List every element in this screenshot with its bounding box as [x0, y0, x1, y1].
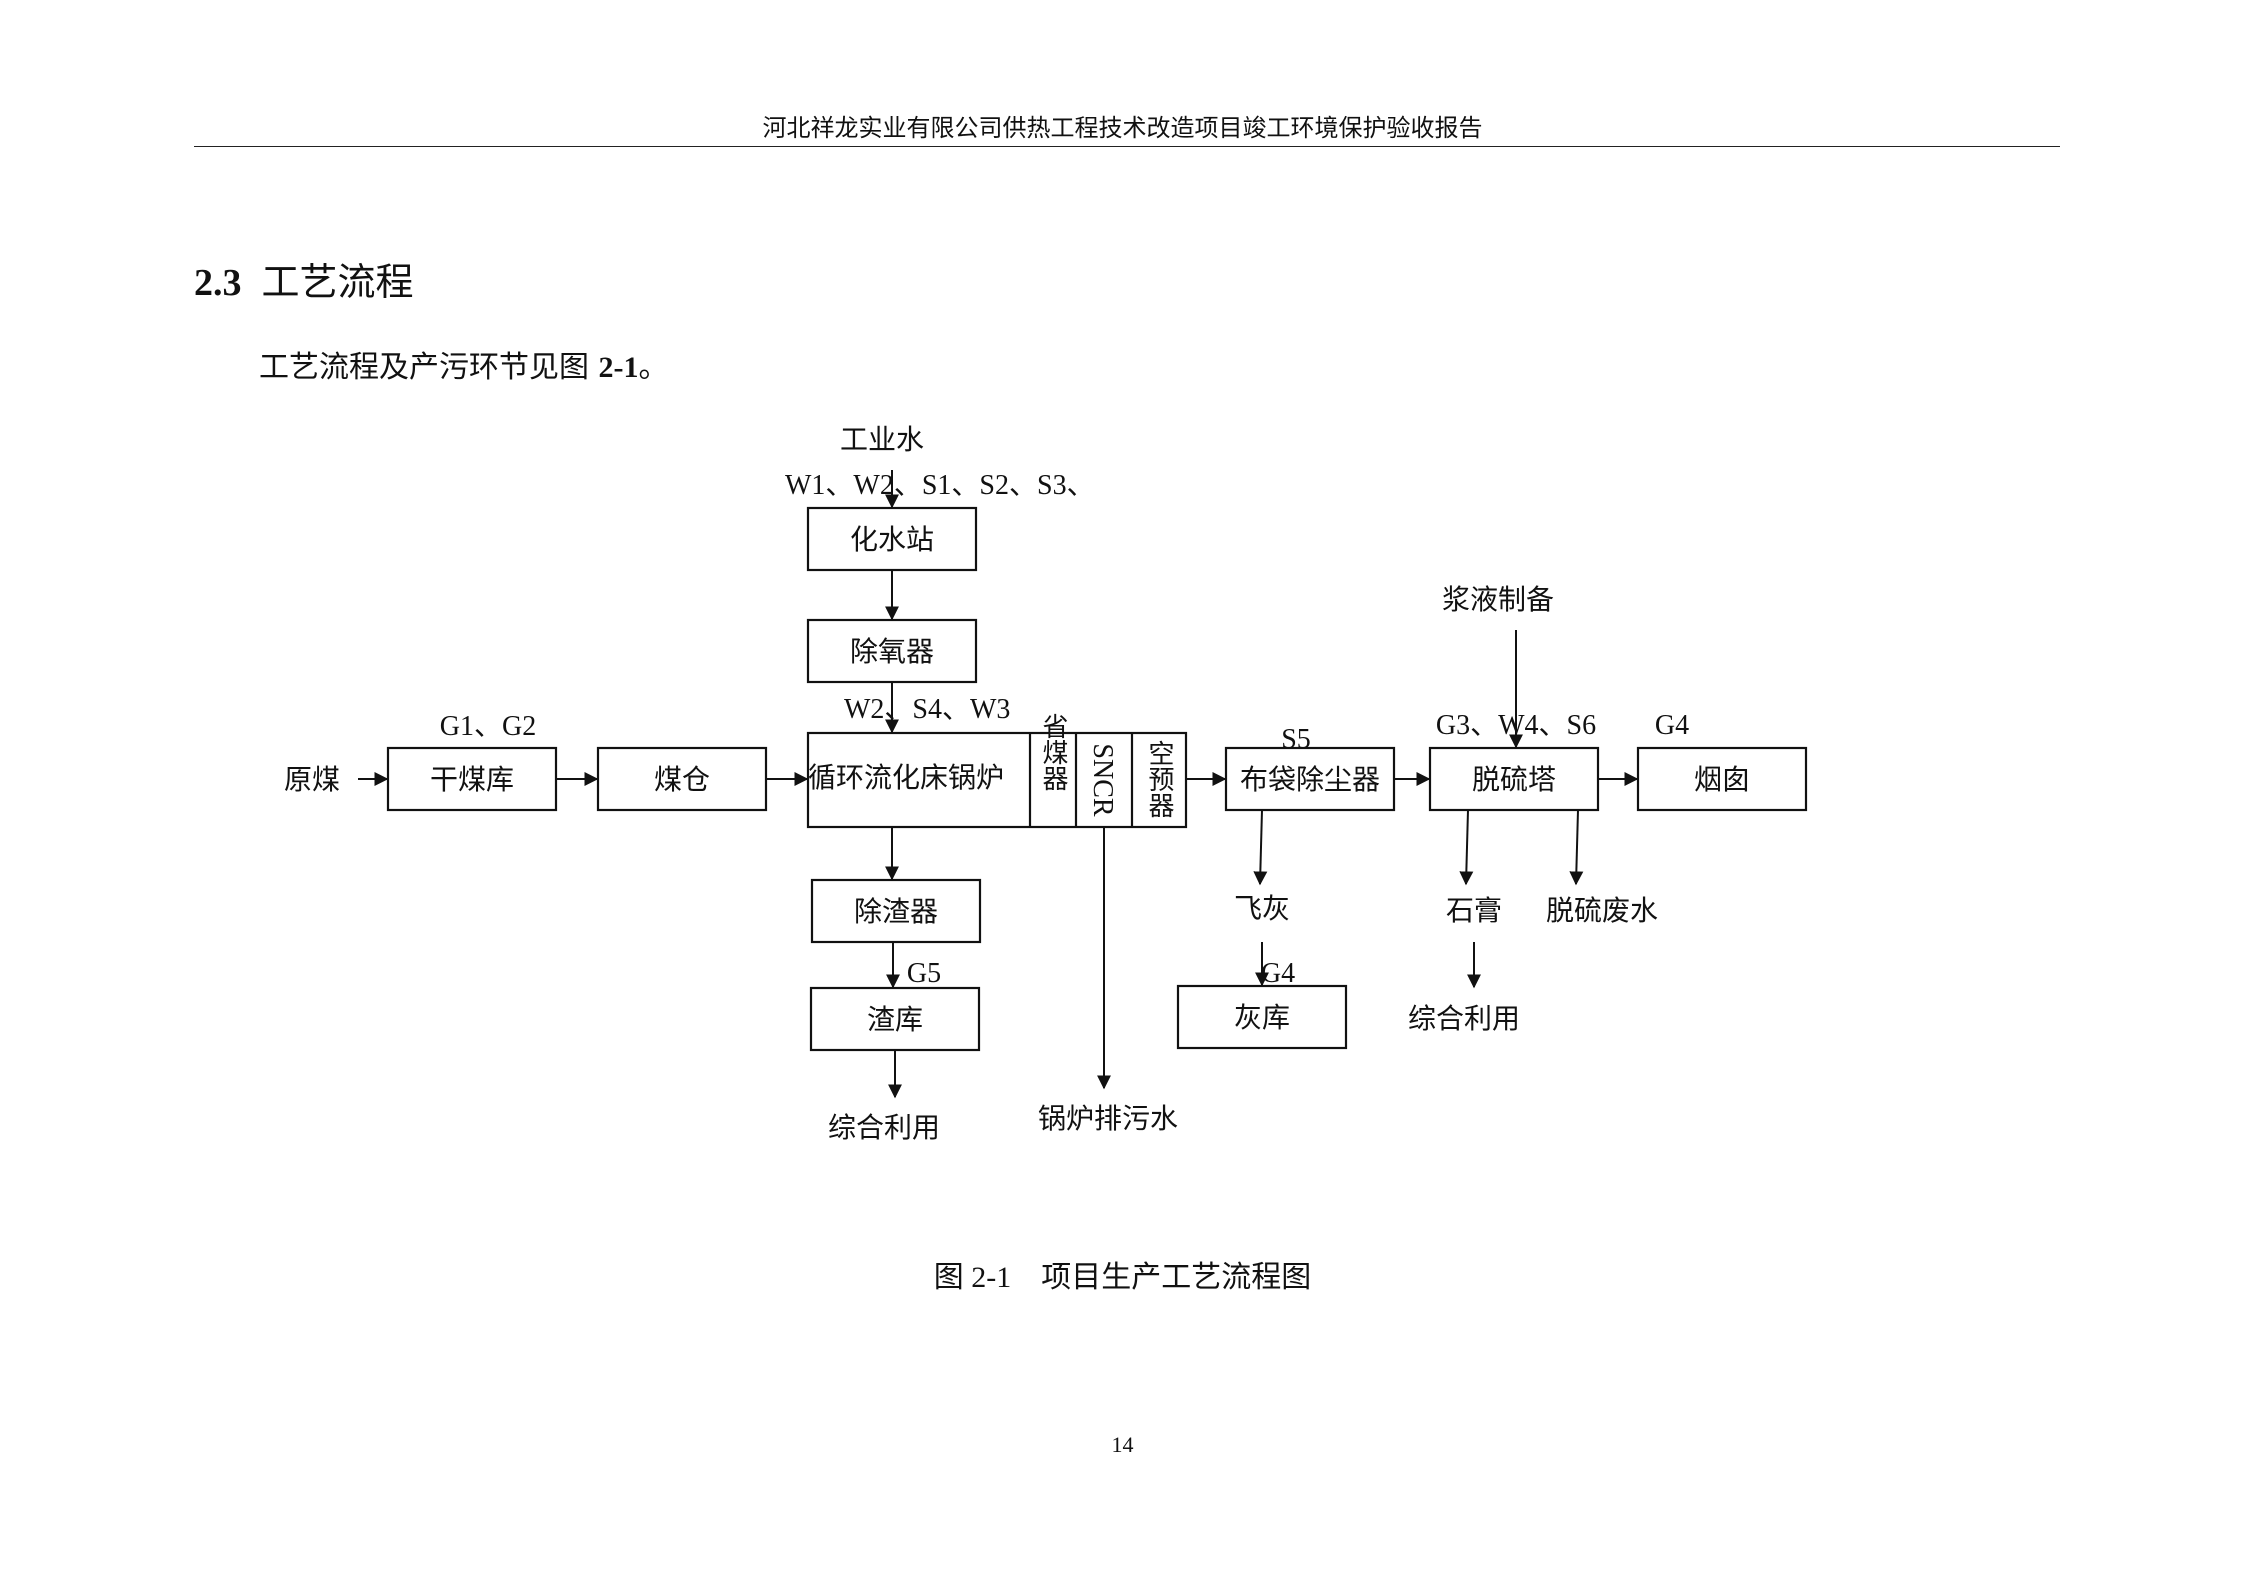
raw-coal-label: 原煤	[284, 763, 340, 796]
bag-filter-label: 布袋除尘器	[1240, 763, 1380, 796]
figure-reference: 2-1	[598, 351, 639, 384]
cfb-boiler-label: 循环流化床锅炉	[808, 761, 1004, 794]
coal-bunker-label: 煤仓	[654, 763, 710, 796]
slag-remover-label: 除渣器	[854, 895, 938, 928]
figure-number: 图 2-1	[933, 1261, 1012, 1294]
header-rule	[194, 146, 2060, 147]
slag-emission-label: G5	[907, 958, 941, 989]
section-number: 2.3	[194, 262, 242, 304]
coal-storage-emission-label: G1、G2	[440, 711, 536, 742]
desulfurizer-emission-label: G3、W4、S6	[1436, 710, 1596, 741]
intro-tail: 。	[638, 350, 669, 385]
chem-water-emission-label: W1、W2、S1、S2、S3、	[785, 470, 1095, 501]
section-title: 工艺流程	[261, 260, 414, 304]
industrial-water-label: 工业水	[840, 423, 924, 456]
dry-coal-shed-label: 干煤库	[430, 763, 514, 796]
boiler-emission-label: W2、S4、W3	[844, 694, 1010, 725]
sncr-label: SNCR	[1087, 743, 1118, 816]
slag-storage-label: 渣库	[867, 1003, 923, 1036]
slurry-prep-label: 浆液制备	[1442, 583, 1554, 616]
chimney-label: 烟囱	[1694, 763, 1750, 796]
fly-ash-label: 飞灰	[1234, 892, 1290, 925]
ash-emission-label: G4	[1261, 958, 1295, 989]
figure-caption: 图 2-1 项目生产工艺流程图	[0, 1256, 2245, 1300]
economizer-label: 省煤器	[1038, 713, 1068, 791]
section-heading: 2.3 工艺流程	[194, 256, 414, 309]
arrow-filter-to-flyash	[1253, 809, 1268, 886]
blowdown-label: 锅炉排污水	[1038, 1102, 1178, 1135]
intro-paragraph: 工艺流程及产污环节见图 2-1。	[259, 346, 669, 390]
desulf-wastewater-label: 脱硫废水	[1546, 894, 1658, 927]
air-preheater-label: 空预器	[1144, 740, 1174, 818]
deaerator-label: 除氧器	[850, 635, 934, 668]
intro-text: 工艺流程及产污环节见图	[259, 350, 599, 385]
ash-storage-label: 灰库	[1234, 1001, 1290, 1034]
page-number: 14	[1111, 1432, 1134, 1457]
arrow-tower-to-gypsum	[1459, 809, 1474, 886]
figure-title: 项目生产工艺流程图	[1041, 1260, 1312, 1295]
slag-use-label: 综合利用	[828, 1111, 940, 1144]
desulfurization-tower-label: 脱硫塔	[1472, 763, 1556, 796]
gypsum-use-label: 综合利用	[1408, 1002, 1520, 1035]
chem-water-station-label: 化水站	[850, 523, 934, 556]
dust-collector-emission-label: S5	[1281, 724, 1311, 755]
chimney-emission-label: G4	[1655, 710, 1689, 741]
arrow-tower-to-wastewater	[1569, 809, 1584, 886]
gypsum-label: 石膏	[1446, 894, 1502, 927]
running-header: 河北祥龙实业有限公司供热工程技术改造项目竣工环境保护验收报告	[762, 114, 1483, 142]
